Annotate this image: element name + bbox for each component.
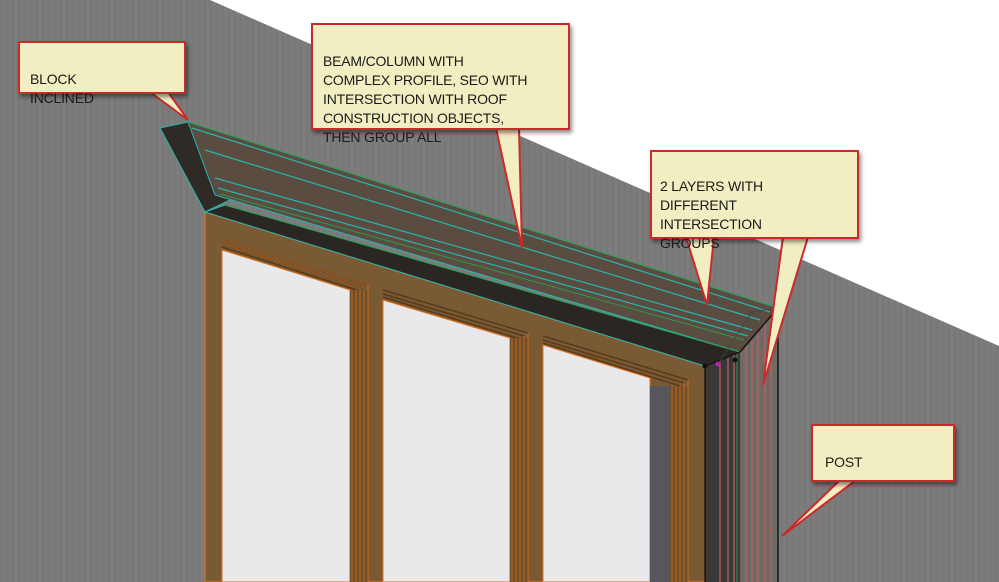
callout-post-text: POST [825,454,863,470]
corner-post [702,307,779,582]
window-frame [204,211,706,582]
callout-post: POST [811,424,955,482]
callout-two-layers: 2 LAYERS WITH DIFFERENT INTERSECTION GRO… [650,150,859,251]
callout-block-inclined: BLOCK INCLINED [18,41,186,106]
glass-pane-2 [382,299,511,582]
callout-block-text: BLOCK INCLINED [30,71,94,106]
glass-pane-3 [542,344,651,582]
glass-pane-1 [221,249,351,582]
callout-layers-text: 2 LAYERS WITH DIFFERENT INTERSECTION GRO… [660,178,763,251]
callout-beam-text: BEAM/COLUMN WITH COMPLEX PROFILE, SEO WI… [323,53,528,145]
callout-beam-column: BEAM/COLUMN WITH COMPLEX PROFILE, SEO WI… [311,23,570,145]
cornice-beam [159,121,779,367]
